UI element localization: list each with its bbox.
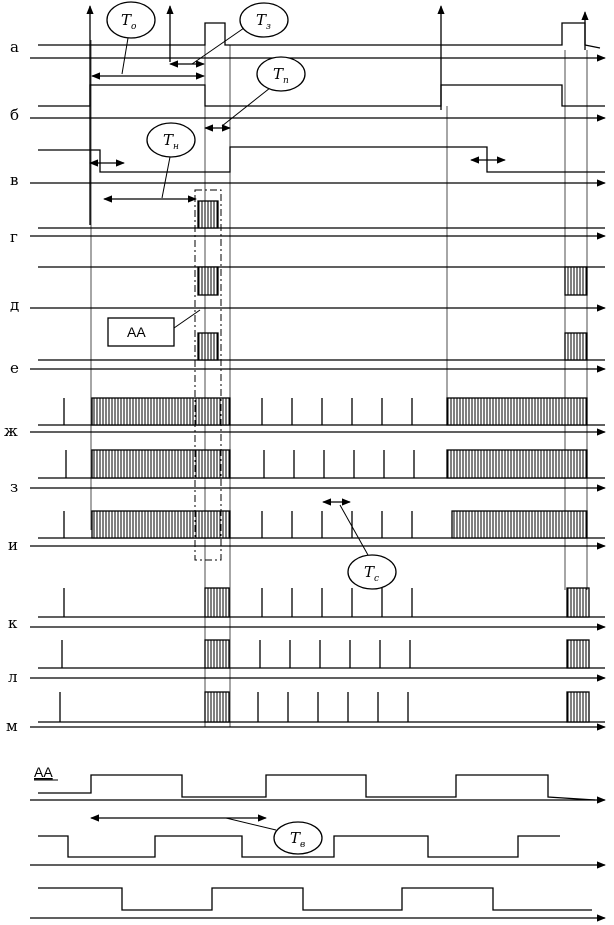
row-a-signal bbox=[30, 5, 606, 225]
row-k-signal bbox=[30, 587, 606, 631]
row-label-k: к bbox=[8, 614, 18, 632]
row-label-l: л bbox=[8, 668, 18, 686]
callout-tp bbox=[256, 56, 306, 92]
callout-tz bbox=[239, 2, 289, 38]
aa-row-1-waveform bbox=[38, 774, 596, 801]
row-z-signal bbox=[30, 449, 606, 492]
row-label-a: а bbox=[10, 38, 19, 56]
callout-tv bbox=[273, 821, 323, 855]
row-k-pulse-1 bbox=[204, 587, 230, 618]
callout-to bbox=[106, 1, 156, 39]
row-zh-burst-1 bbox=[91, 397, 231, 426]
callout-tz-text: Tз bbox=[256, 11, 271, 32]
callout-tn bbox=[146, 122, 196, 158]
row-zh-burst-2 bbox=[446, 397, 588, 426]
row-z-burst-2 bbox=[446, 449, 588, 479]
aa-section-label: АА bbox=[34, 764, 53, 780]
aa-row-2-waveform bbox=[38, 835, 560, 858]
row-zh-signal bbox=[30, 397, 606, 436]
row-b-signal bbox=[30, 84, 606, 122]
row-label-i: и bbox=[8, 536, 18, 554]
callout-tp-text: Tп bbox=[273, 65, 289, 86]
row-d-pulse-2 bbox=[564, 266, 588, 296]
row-i-burst-2 bbox=[451, 510, 588, 539]
row-v-waveform bbox=[38, 146, 605, 173]
row-l-pulse-1 bbox=[204, 639, 230, 669]
row-e-signal bbox=[30, 332, 606, 373]
dimension-arrows bbox=[89, 60, 506, 822]
row-i-signal bbox=[30, 510, 606, 550]
callout-tc bbox=[347, 554, 397, 590]
aa-expanded-section bbox=[30, 774, 606, 922]
row-d-pulse-1 bbox=[197, 266, 219, 296]
row-v-signal bbox=[30, 146, 606, 187]
row-label-e: е bbox=[10, 359, 19, 377]
row-g-signal bbox=[30, 200, 606, 240]
callout-to-text: Tо bbox=[121, 11, 137, 32]
callout-tv-text: Tв bbox=[290, 829, 305, 850]
aa-box-label: АА bbox=[127, 324, 146, 340]
row-label-v: в bbox=[10, 171, 18, 189]
row-label-g: г bbox=[10, 228, 18, 246]
aa-window-outline bbox=[194, 189, 222, 561]
row-b-waveform bbox=[38, 84, 605, 107]
row-label-d: д bbox=[10, 296, 19, 314]
row-z-burst-1 bbox=[91, 449, 231, 479]
guide-lines bbox=[90, 40, 588, 727]
row-g-pulse bbox=[197, 200, 219, 229]
row-e-pulse-2 bbox=[564, 332, 588, 361]
row-l-pulse-2 bbox=[566, 639, 590, 669]
row-label-b: б bbox=[10, 106, 19, 124]
callout-tc-text: Tс bbox=[364, 563, 379, 584]
callout-leaders bbox=[121, 27, 369, 831]
callout-tn-text: Tн bbox=[163, 131, 179, 152]
aa-box bbox=[107, 317, 175, 347]
row-d-signal bbox=[30, 266, 606, 312]
row-l-signal bbox=[30, 639, 606, 682]
row-label-m: м bbox=[6, 717, 18, 735]
row-label-z: з bbox=[10, 478, 18, 496]
row-m-signal bbox=[30, 691, 606, 731]
row-m-pulse-2 bbox=[566, 691, 590, 723]
row-label-zh: ж bbox=[4, 422, 18, 440]
aa-row-3-waveform bbox=[38, 887, 592, 911]
row-m-pulse-1 bbox=[204, 691, 230, 723]
row-i-burst-1 bbox=[91, 510, 231, 539]
row-k-pulse-2 bbox=[566, 587, 590, 618]
row-e-pulse-1 bbox=[197, 332, 219, 361]
